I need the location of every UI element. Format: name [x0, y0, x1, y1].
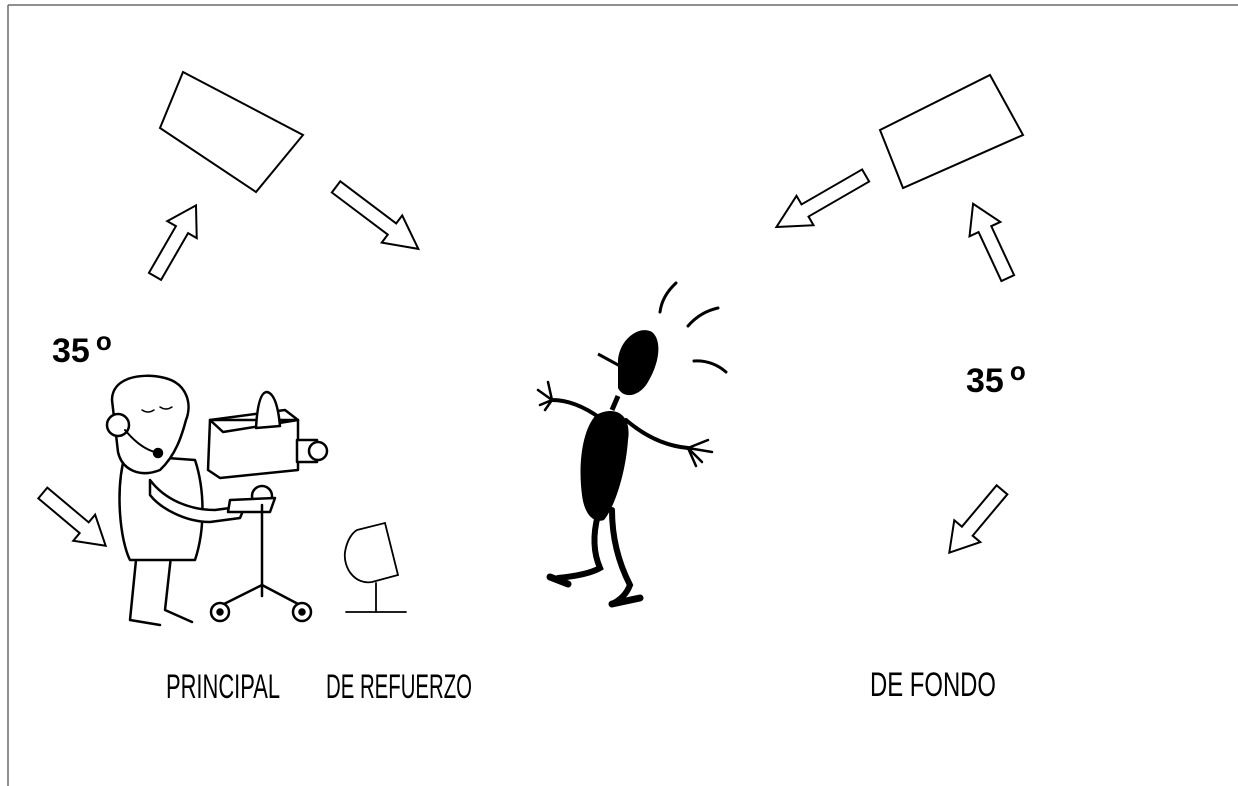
fondo-label: DE FONDO	[870, 666, 996, 704]
arrow-lower-left-icon	[36, 486, 108, 547]
arrow-down-right-key-icon	[330, 179, 421, 251]
arrow-up-left-light-icon	[147, 203, 198, 282]
principal-label: PRINCIPAL	[166, 668, 280, 706]
arrow-up-right-light-icon	[968, 202, 1016, 283]
arrow-down-left-fill-icon	[774, 168, 871, 229]
frame	[7, 4, 1238, 786]
camera-operator-icon	[105, 374, 329, 627]
arrow-lower-right-icon	[948, 483, 1009, 555]
dancing-figure-icon	[536, 281, 728, 608]
light-box-left-icon	[158, 70, 305, 194]
refuerzo-label: DE REFUERZO	[326, 668, 472, 706]
spotlight-icon	[343, 521, 407, 613]
light-box-right-icon	[878, 73, 1025, 190]
